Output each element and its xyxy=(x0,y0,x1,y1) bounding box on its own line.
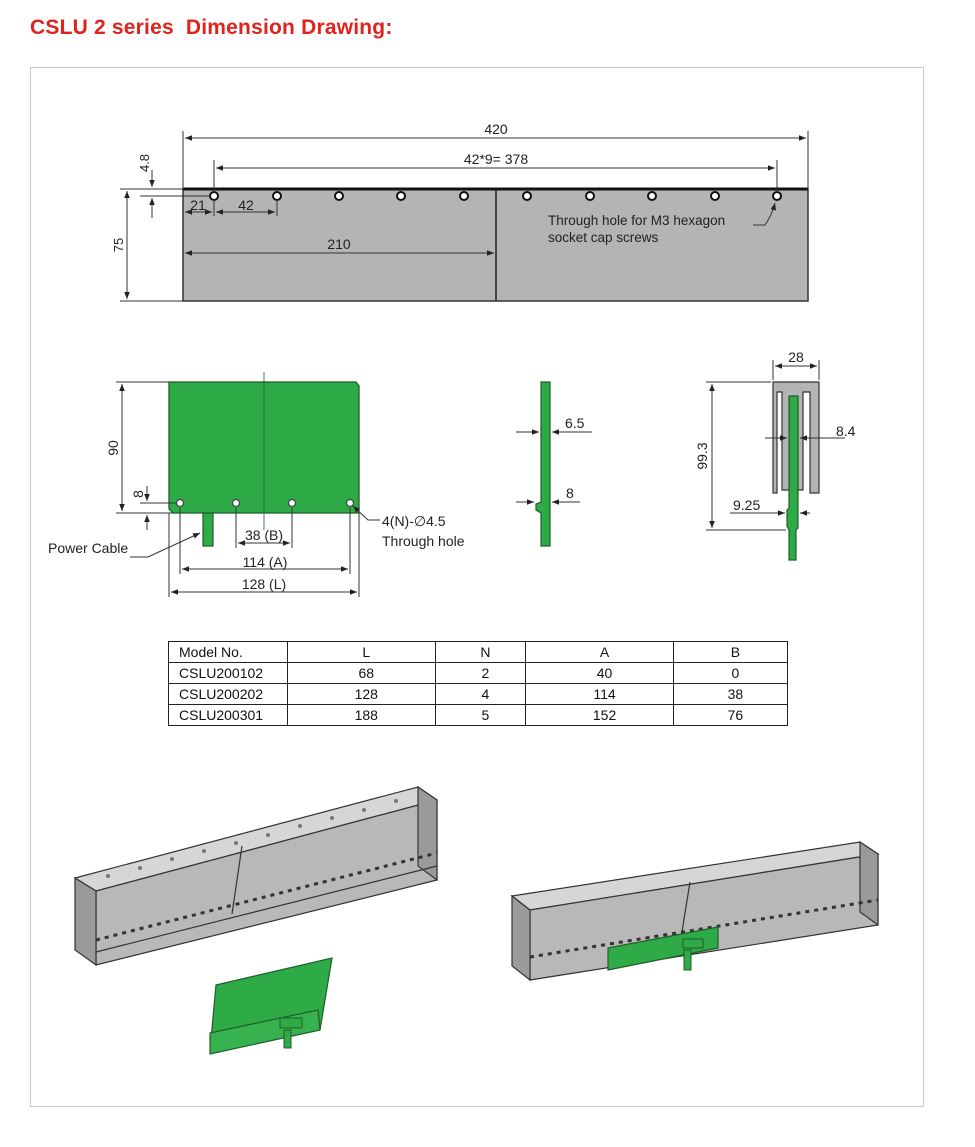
header-model: Model No. xyxy=(168,641,288,663)
header-a: A xyxy=(525,641,674,663)
pitch-label: 42 xyxy=(238,197,254,213)
track-3d-left xyxy=(73,785,439,967)
table-row: CSLU200202 128 4 114 38 xyxy=(168,683,789,705)
cell-n: 2 xyxy=(434,662,527,684)
first-hole-label: 21 xyxy=(190,197,206,213)
coil-3d-left xyxy=(209,957,333,1055)
coil-side-view: 6.5 8 xyxy=(516,381,592,547)
cell-a: 114 xyxy=(525,683,674,705)
coil-height-label: 90 xyxy=(105,440,121,456)
cell-l: 68 xyxy=(287,662,436,684)
b-dimension-label: 38 (B) xyxy=(245,527,283,543)
track-3d-right xyxy=(510,840,880,982)
cell-model: CSLU200102 xyxy=(168,662,288,684)
cell-n: 4 xyxy=(434,683,527,705)
a-dimension-label: 114 (A) xyxy=(243,554,288,570)
cell-a: 152 xyxy=(525,704,674,726)
slot-width-label: 8.4 xyxy=(836,423,856,439)
table-header-row: Model No. L N A B xyxy=(168,641,789,663)
assembly-height-label: 99.3 xyxy=(694,442,710,469)
coil-offset-label: 9.25 xyxy=(733,497,760,513)
cell-n: 5 xyxy=(434,704,527,726)
hole-span-label: 42*9= 378 xyxy=(464,151,528,167)
cell-l: 128 xyxy=(287,683,436,705)
screw-note-line2: socket cap screws xyxy=(548,230,659,245)
coil-step-label: 8 xyxy=(566,485,574,501)
magnet-track-top-view: 420 42*9= 378 4.8 75 21 42 210 Through h… xyxy=(111,121,809,302)
page-title: CSLU 2 series Dimension Drawing: xyxy=(30,16,393,39)
cell-model: CSLU200202 xyxy=(168,683,288,705)
power-cable xyxy=(202,512,214,547)
cell-b: 38 xyxy=(672,683,789,705)
screw-note-line1: Through hole for M3 hexagon xyxy=(548,213,725,228)
cell-l: 188 xyxy=(287,704,436,726)
model-table: Model No. L N A B CSLU200102 68 2 40 0 C… xyxy=(168,641,789,726)
cell-b: 0 xyxy=(672,662,789,684)
header-n: N xyxy=(434,641,527,663)
through-hole-label: Through hole xyxy=(382,533,465,549)
assembly-end-view: 28 8.4 99.3 9.25 xyxy=(694,349,856,561)
table-row: CSLU200301 188 5 152 76 xyxy=(168,704,789,726)
cell-b: 76 xyxy=(672,704,789,726)
l-dimension-label: 128 (L) xyxy=(242,576,286,592)
table-row: CSLU200102 68 2 40 0 xyxy=(168,662,789,684)
half-length-label: 210 xyxy=(327,236,351,252)
header-b: B xyxy=(672,641,789,663)
header-l: L xyxy=(287,641,436,663)
holes-label: 4(N)-∅4.5 xyxy=(382,513,446,529)
drawing-frame xyxy=(30,67,924,1107)
cell-model: CSLU200301 xyxy=(168,704,288,726)
overall-length-label: 420 xyxy=(484,121,508,137)
coil-front-view: 90 8 38 (B) 114 (A) 128 (L) 4(N)-∅4.5 Th… xyxy=(48,372,465,597)
assembly-width-label: 28 xyxy=(788,349,804,365)
power-cable-label: Power Cable xyxy=(48,540,128,556)
edge-offset-label: 4.8 xyxy=(137,154,152,172)
track-height-label: 75 xyxy=(111,238,126,252)
coil-hole-offset-label: 8 xyxy=(130,490,146,498)
coil-thickness-label: 6.5 xyxy=(565,415,585,431)
cell-a: 40 xyxy=(525,662,674,684)
